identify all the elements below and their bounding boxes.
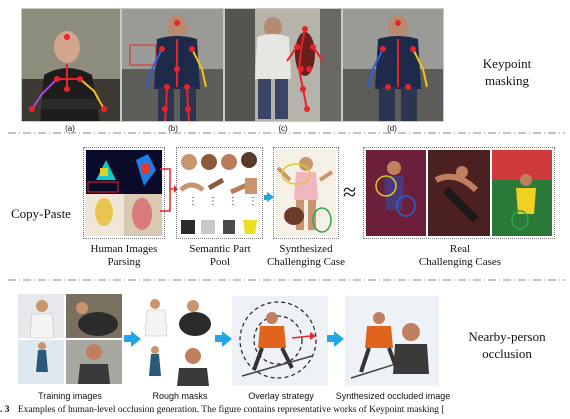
synthesized-occluded-caption: Synthesized occluded image xyxy=(335,391,451,401)
figure-caption-text: Examples of human-level occlusion genera… xyxy=(17,405,445,415)
keypoint-label-line1: Keypoint xyxy=(482,56,532,71)
keypoint-label-line2: masking xyxy=(484,73,530,88)
parsing-frame xyxy=(83,147,165,239)
figure-number: . 3 xyxy=(0,405,10,415)
real-cases-images xyxy=(366,150,552,236)
keypoint-panel-b-image xyxy=(121,8,224,122)
red-connector-arrows xyxy=(160,168,178,212)
blue-arrow-5-head-icon xyxy=(334,331,344,347)
panel-c-drawing xyxy=(225,9,341,121)
rough-masks-images xyxy=(144,299,211,386)
synthesized-caption-line2: Challenging Case xyxy=(267,256,345,268)
overlay-caption: Overlay strategy xyxy=(248,391,314,401)
blue-arrow-2-shaft xyxy=(264,195,268,200)
semantic-part-pool-images xyxy=(179,152,257,234)
overlay-strategy-image xyxy=(232,296,328,386)
keypoint-masking-label: Keypoint masking xyxy=(452,55,562,89)
synthesized-frame xyxy=(273,147,339,239)
pool-caption-line1: Semantic Part xyxy=(189,243,251,255)
figure-caption: . 3 Examples of human-level occlusion ge… xyxy=(0,405,570,419)
synthesized-caption: Synthesized Challenging Case xyxy=(256,243,356,269)
panel-label-c: (c) xyxy=(278,124,288,133)
training-caption: Training images xyxy=(38,391,102,401)
blue-arrow-2-head-icon xyxy=(267,192,274,202)
pool-dots-1: ⋮ xyxy=(188,196,198,207)
pool-dots-2: ⋮ xyxy=(208,196,218,207)
rough-masks-caption: Rough masks xyxy=(152,391,208,401)
keypoint-panel-a-image xyxy=(21,8,121,122)
pool-caption-line2: Pool xyxy=(209,256,231,268)
approx-symbol: ≈ xyxy=(343,180,357,206)
parsing-caption-line2: Parsing xyxy=(107,256,141,268)
panel-label-b: (b) xyxy=(168,124,178,133)
real-cases-caption-line1: Real xyxy=(449,243,471,255)
semantic-pool-frame xyxy=(176,147,263,239)
synthesized-case-image xyxy=(276,150,336,236)
real-cases-caption-line2: Challenging Cases xyxy=(418,256,502,268)
synthesized-caption-line1: Synthesized xyxy=(279,243,333,255)
parsing-caption-line1: Human Images xyxy=(90,243,158,255)
synthesized-occluded-image xyxy=(345,296,439,386)
pool-dots-3: ⋮ xyxy=(228,196,238,207)
blue-arrow-5-shaft xyxy=(327,335,335,342)
pool-caption: Semantic Part Pool xyxy=(170,243,270,269)
keypoint-panel-c-image xyxy=(224,8,342,122)
parsing-images xyxy=(86,150,162,236)
keypoint-panel-d-image xyxy=(342,8,444,122)
blue-arrow-3-head-icon xyxy=(131,331,141,347)
panel-label-d: (d) xyxy=(387,124,397,133)
blue-arrow-4-head-icon xyxy=(222,331,232,347)
panel-label-a: (a) xyxy=(65,124,75,133)
copy-paste-label: Copy-Paste xyxy=(11,206,71,221)
panel-d-drawing xyxy=(343,9,443,121)
real-cases-caption: Real Challenging Cases xyxy=(390,243,530,269)
section-divider-1 xyxy=(8,132,565,134)
nearby-person-label: Nearby-person occlusion xyxy=(452,328,562,362)
real-cases-frame xyxy=(363,147,555,239)
pool-dots-4: ⋮ xyxy=(248,196,258,207)
blue-arrow-4-shaft xyxy=(215,335,223,342)
parsing-caption: Human Images Parsing xyxy=(74,243,174,269)
nearby-label-line1: Nearby-person xyxy=(468,329,546,344)
nearby-label-line2: occlusion xyxy=(482,346,532,361)
blue-arrow-3-shaft xyxy=(124,335,132,342)
panel-a-drawing xyxy=(22,9,120,121)
section-divider-2 xyxy=(8,279,565,281)
training-images xyxy=(18,294,122,384)
panel-b-drawing xyxy=(122,9,223,121)
